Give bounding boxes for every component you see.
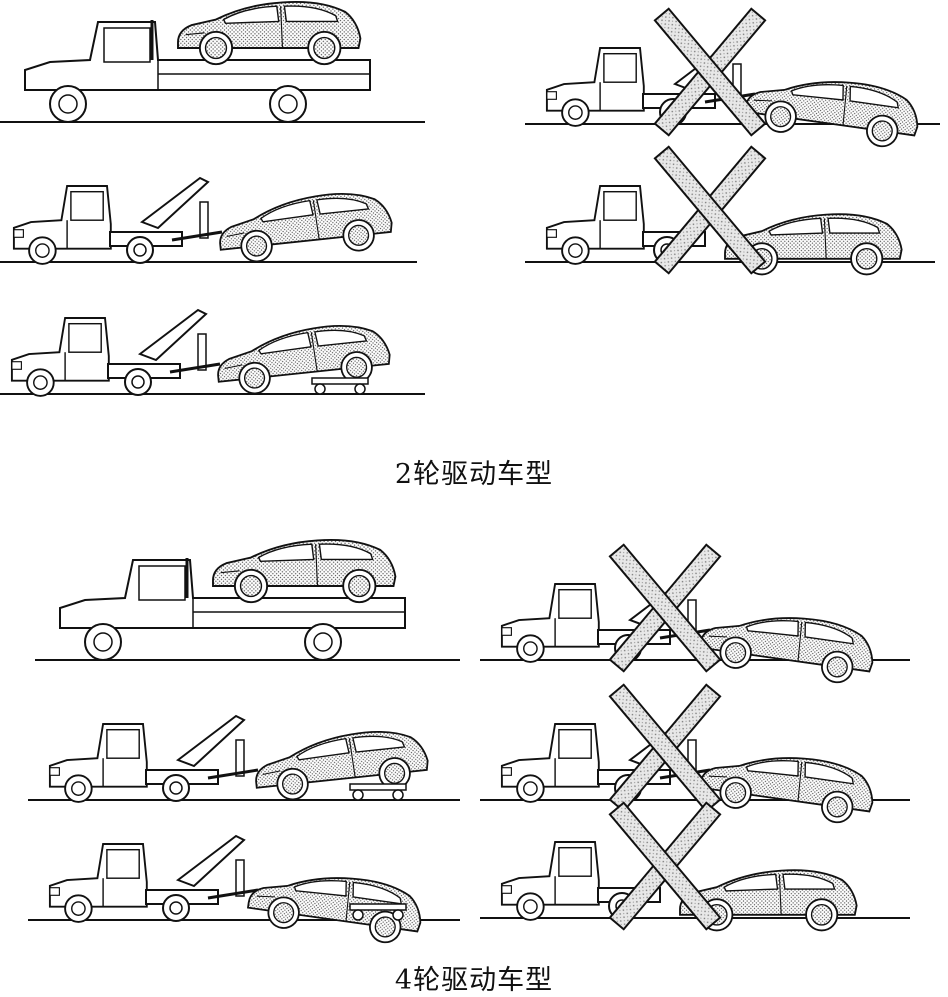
caption-4wd: 4轮驱动车型 <box>394 965 554 996</box>
tow-method-allowed <box>0 308 425 398</box>
tow-method-prohibited <box>480 683 910 828</box>
lift-arm <box>207 888 259 900</box>
prohibited-cross-bar-2 <box>608 801 722 931</box>
tow-boom <box>175 834 246 888</box>
towed-car <box>741 67 924 152</box>
lift-arm <box>169 362 221 374</box>
section-2wd <box>0 0 940 398</box>
towed-car <box>213 319 394 398</box>
tow-method-allowed <box>35 538 460 661</box>
tow-method-allowed <box>0 176 417 266</box>
tow-method-allowed <box>28 714 460 804</box>
tow-method-prohibited <box>480 543 910 688</box>
tow-truck-cab <box>500 583 600 663</box>
prohibited-cross-bar-2 <box>653 145 767 275</box>
tow-truck-cab <box>545 185 645 265</box>
cab-window <box>103 27 151 63</box>
towed-car <box>212 538 397 604</box>
tow-method-prohibited <box>525 7 940 152</box>
tow-truck-cab <box>545 47 645 127</box>
tow-method-prohibited <box>480 801 910 932</box>
section-4wd <box>28 538 910 948</box>
tow-boom <box>175 714 246 768</box>
towed-car <box>696 743 879 828</box>
lift-arm <box>207 768 259 780</box>
tow-dolly <box>349 903 407 911</box>
tow-method-allowed <box>28 834 460 948</box>
cab-window <box>138 565 186 601</box>
prohibited-cross-bar-2 <box>608 683 722 813</box>
towed-car <box>251 725 432 804</box>
towed-car <box>696 603 879 688</box>
prohibited-cross-bar-2 <box>608 543 722 673</box>
towed-car <box>215 187 396 266</box>
tow-truck-cab <box>500 841 600 921</box>
tow-truck-cab <box>10 317 110 397</box>
tow-method-allowed <box>0 0 425 123</box>
tow-dolly <box>311 377 369 385</box>
tow-truck-cab <box>48 843 148 923</box>
tow-truck-cab <box>12 185 112 265</box>
tow-boom <box>137 308 208 362</box>
tow-truck-cab <box>48 723 148 803</box>
prohibited-cross-bar-2 <box>653 7 767 137</box>
tow-dolly <box>349 783 407 791</box>
tow-method-prohibited <box>525 145 935 276</box>
tow-truck-cab <box>500 723 600 803</box>
tow-boom <box>139 176 210 230</box>
caption-2wd: 2轮驱动车型 <box>394 459 554 490</box>
lift-arm <box>171 230 223 242</box>
towed-car <box>177 0 362 66</box>
